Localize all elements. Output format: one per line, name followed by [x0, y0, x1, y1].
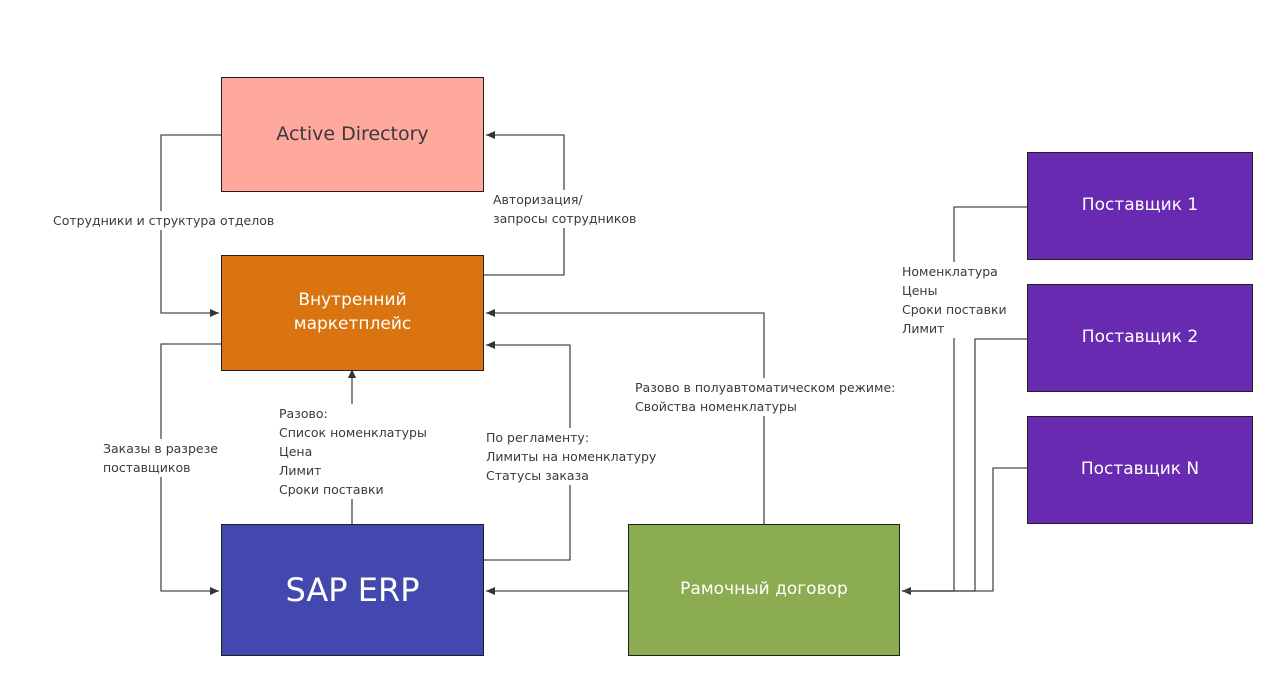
label-supplier-data: Номенклатура Цены Сроки поставки Лимит	[902, 262, 1007, 338]
supplier-n-label: Поставщик N	[1080, 459, 1200, 480]
marketplace-node[interactable]: Внутренний маркетплейс	[221, 255, 484, 371]
contract-node[interactable]: Рамочный договор	[628, 524, 900, 656]
supplier-2-label: Поставщик 2	[1081, 327, 1199, 348]
contract-label: Рамочный договор	[680, 579, 848, 600]
supplier-1-label: Поставщик 1	[1081, 195, 1199, 216]
supplier-n-node[interactable]: Поставщик N	[1027, 416, 1253, 524]
active-directory-label: Active Directory	[276, 123, 429, 146]
label-semi-auto: Разово в полуавтоматическом режиме: Свой…	[635, 378, 896, 416]
edge-contract-to-marketplace	[486, 309, 765, 524]
edge-supplier2-to-contract	[902, 338, 1027, 592]
label-orders-by-supplier: Заказы в разрезе поставщиков	[103, 439, 218, 477]
label-authorization: Авторизация/ запросы сотрудников	[493, 190, 637, 228]
supplier-1-node[interactable]: Поставщик 1	[1027, 152, 1253, 260]
sap-erp-node[interactable]: SAP ERP	[221, 524, 484, 656]
label-one-time: Разово: Список номенклатуры Цена Лимит С…	[279, 404, 427, 499]
edge-supplierN-to-contract	[902, 467, 1027, 592]
marketplace-label: Внутренний маркетплейс	[293, 290, 412, 334]
label-by-schedule: По регламенту: Лимиты на номенклатуру Ст…	[486, 428, 657, 485]
supplier-2-node[interactable]: Поставщик 2	[1027, 284, 1253, 392]
sap-erp-label: SAP ERP	[285, 570, 420, 609]
label-employees-structure: Сотрудники и структура отделов	[53, 211, 275, 230]
active-directory-node[interactable]: Active Directory	[221, 77, 484, 192]
